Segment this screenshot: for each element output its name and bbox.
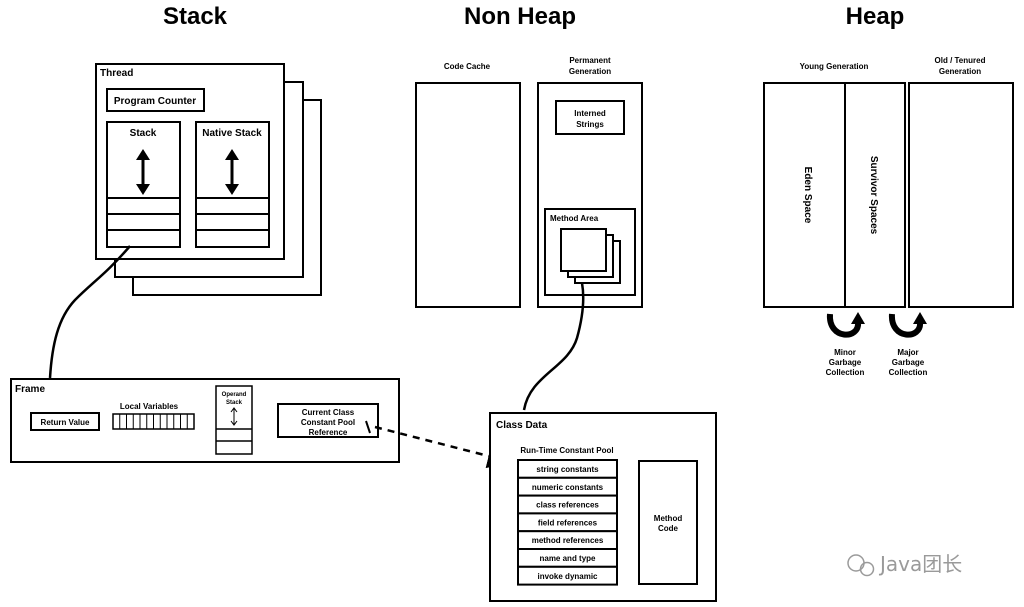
pool-entry-box (517, 565, 618, 586)
operand-stack-line1: Operand (222, 392, 247, 398)
watermark-text: Java团长 (878, 552, 962, 576)
pool-entry-label: field references (538, 518, 598, 527)
stack-label: Stack (130, 128, 157, 139)
method-area-label: Method Area (550, 214, 599, 223)
young-generation-label: Young Generation (800, 62, 869, 71)
return-value-label: Return Value (41, 418, 90, 427)
local-variables-label: Local Variables (120, 402, 179, 411)
thread-title: Thread (100, 68, 133, 79)
minor-gc-line1: Minor (834, 348, 856, 357)
section-title-heap: Heap (846, 3, 905, 30)
operand-stack-arrow-icon (230, 407, 238, 426)
major-gc-line2: Garbage (892, 358, 925, 367)
code-cache-label: Code Cache (444, 62, 491, 71)
old-generation-label-line2: Generation (939, 67, 981, 76)
constant-pool-reference-box (277, 403, 379, 438)
method-area-layer-front (560, 228, 607, 272)
method-code-line1: Method (654, 514, 683, 523)
major-gc-line1: Major (897, 348, 918, 357)
interned-strings-line2: Strings (576, 120, 604, 129)
cp-ref-line1: Current Class (302, 408, 355, 417)
pool-entry-label: string constants (536, 465, 599, 474)
major-gc-line3: Collection (889, 368, 928, 377)
watermark: Java团长 (847, 552, 962, 577)
cp-ref-line2: Constant Pool (301, 418, 355, 427)
native-stack-box (195, 121, 270, 248)
old-generation-label-line1: Old / Tenured (935, 56, 986, 65)
minor-gc-arrow-icon (827, 312, 865, 338)
interned-strings-line1: Interned (574, 109, 606, 118)
minor-gc-line2: Garbage (829, 358, 862, 367)
pool-entry-label: invoke dynamic (537, 572, 598, 581)
stack-growth-arrow-icon (136, 149, 150, 195)
stack-to-frame-connector (48, 245, 131, 379)
young-generation-box (763, 82, 906, 308)
section-title-stack: Stack (163, 3, 228, 30)
permanent-generation-label-line2: Generation (569, 67, 611, 76)
pool-entry-label: numeric constants (532, 483, 604, 492)
section-title-non-heap: Non Heap (464, 3, 576, 30)
pool-entry-label: class references (536, 501, 599, 510)
minor-gc-line3: Collection (826, 368, 865, 377)
method-area-to-class-data-connector (522, 282, 585, 411)
runtime-constant-pool: string constants numeric constants class r… (517, 459, 618, 586)
program-counter-label: Program Counter (114, 96, 196, 107)
operand-stack-line2: Stack (226, 400, 243, 406)
cp-ref-line3: Reference (309, 428, 348, 437)
frame-title: Frame (15, 384, 45, 395)
old-generation-box (908, 82, 1014, 308)
method-code-box (638, 460, 698, 585)
major-gc-arrow-icon (889, 312, 927, 338)
class-data-title: Class Data (496, 420, 548, 431)
interned-strings-box (555, 100, 625, 135)
survivor-spaces-label: Survivor Spaces (868, 156, 879, 235)
runtime-pool-title: Run-Time Constant Pool (520, 446, 613, 455)
permanent-generation-label-line1: Permanent (569, 56, 611, 65)
native-stack-growth-arrow-icon (225, 149, 239, 195)
wechat-icon (847, 554, 875, 577)
constant-pool-reference-arrow (374, 425, 513, 469)
program-counter-box (106, 88, 205, 112)
local-variables-slots (112, 413, 195, 430)
method-code-line2: Code (658, 524, 679, 533)
code-cache-box (415, 82, 521, 308)
pool-entry-label: method references (532, 536, 604, 545)
return-value-box (30, 412, 100, 431)
native-stack-label: Native Stack (202, 128, 262, 139)
pool-entry-label: name and type (539, 554, 596, 563)
eden-space-label: Eden Space (802, 167, 813, 224)
